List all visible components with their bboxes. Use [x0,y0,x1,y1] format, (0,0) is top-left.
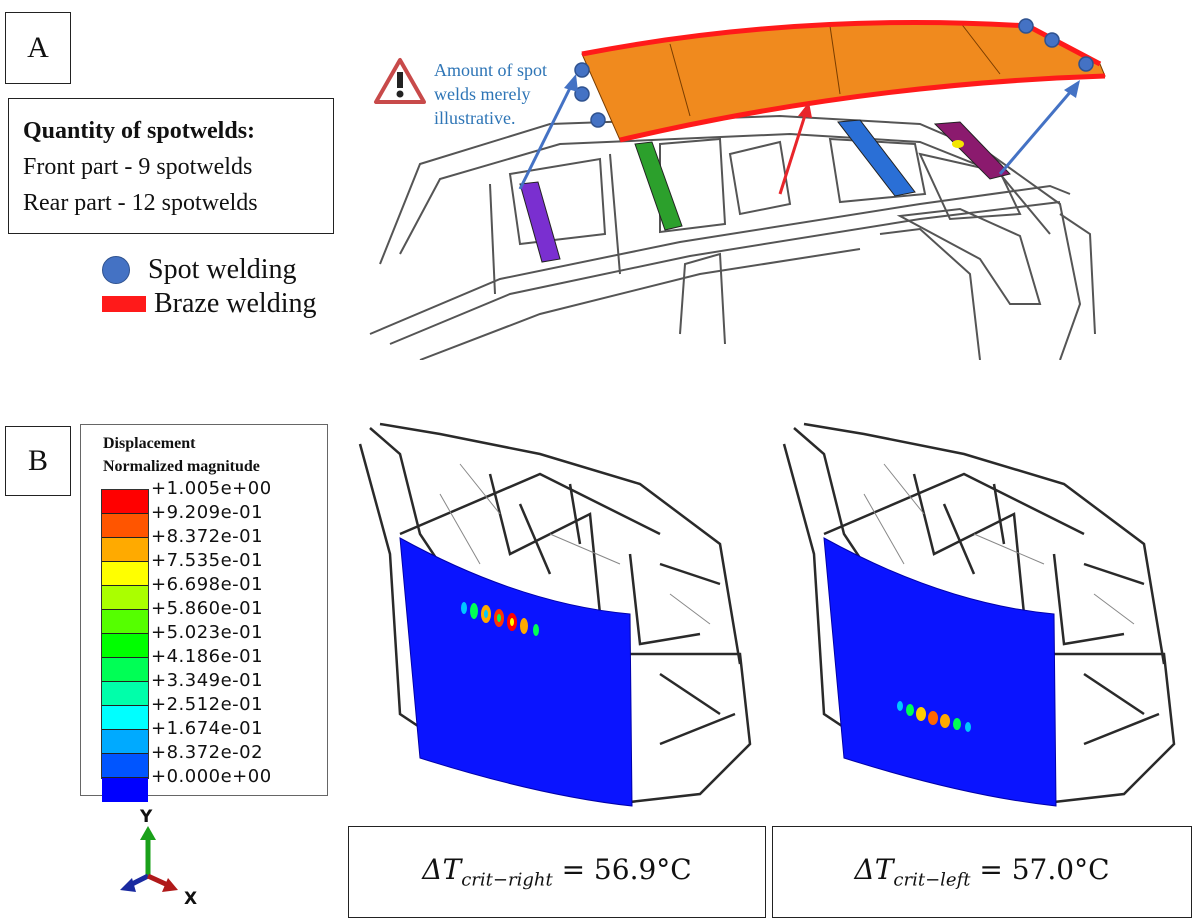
illustrative-note: Amount of spot welds merely illustrative… [434,60,552,128]
braze-weld-marker-icon [102,296,146,312]
colormap-segment [102,658,148,682]
colormap-segment [102,610,148,634]
colormap-tick-label: +6.698e-01 [151,574,264,595]
blue-pillar [837,119,916,197]
door-panel-displacement [399,537,633,807]
buckling-hotspot [461,602,539,636]
panel-b-label: B [5,426,71,496]
critical-temperature-right: ΔTcrit−right = 56.9°C [348,826,766,918]
spotweld-quantity-box: Quantity of spotwelds: Front part - 9 sp… [8,98,334,234]
panel-a-label: A [5,12,71,84]
colormap-tick-label: +1.674e-01 [151,718,264,739]
legend-braze-label: Braze welding [154,288,317,319]
fe-model-left-side [782,422,1176,807]
colormap-tick-label: +8.372e-02 [151,742,264,763]
front-part-count: Front part - 9 spotwelds [23,154,253,180]
colormap-tick-label: +1.005e+00 [151,478,272,499]
rear-part-count: Rear part - 12 spotwelds [23,190,258,216]
colormap-segment [102,586,148,610]
colormap-segment [102,634,148,658]
y-axis-label: Y [139,807,153,827]
colormap-tick-label: +8.372e-01 [151,526,264,547]
colormap-segment [102,514,148,538]
warning-icon [374,58,426,104]
car-body-roof-illustration: Amount of spot welds merely illustrative… [369,18,1106,360]
colormap-tick-label: +9.209e-01 [151,502,264,523]
car-body-outline [369,114,1096,360]
colormap-tick-label: +3.349e-01 [151,670,264,691]
colormap-segment [102,682,148,706]
colormap-segment [102,730,148,754]
coordinate-axes-triad: Y Z X [110,807,197,909]
colormap-tick-label: +5.860e-01 [151,598,264,619]
colormap-segment [102,754,148,778]
colormap-title-line1: Displacement [103,435,196,452]
colormap-tick-label: +0.000e+00 [151,766,272,787]
colormap-segment [102,562,148,586]
quantity-title: Quantity of spotwelds: [23,118,256,144]
legend-spot-label: Spot welding [148,254,297,285]
door-panel-displacement [823,537,1057,807]
magenta-pillar [933,121,1011,180]
x-axis-label: X [184,889,197,909]
colormap-segment [102,778,148,802]
colormap-title-line2: Normalized magnitude [103,458,260,475]
green-pillar [634,141,683,231]
critical-temperature-left: ΔTcrit−left = 57.0°C [772,826,1192,918]
displacement-colormap-legend: Displacement Normalized magnitude +1.005… [80,424,328,802]
colormap-bar [101,489,149,802]
purple-pillar [519,181,561,263]
colormap-tick-label: +2.512e-01 [151,694,264,715]
assembly-arrows [518,74,1080,195]
colormap-tick-label: +5.023e-01 [151,622,264,643]
fe-model-right-side [358,422,752,807]
yellow-part [952,140,964,148]
braze-seam-bottom [619,73,1106,143]
legend-braze-welding: Braze welding [102,288,317,320]
legend-spot-welding: Spot welding [102,254,297,286]
spot-weld-markers [574,18,1094,128]
colormap-segment [102,706,148,730]
colormap-tick-label: +4.186e-01 [151,646,264,667]
colormap-segment [102,490,148,514]
colormap-tick-label: +7.535e-01 [151,550,264,571]
buckling-hotspot [897,701,971,732]
braze-seam-top [581,20,1102,67]
colormap-segment [102,538,148,562]
spot-weld-marker-icon [102,256,130,284]
